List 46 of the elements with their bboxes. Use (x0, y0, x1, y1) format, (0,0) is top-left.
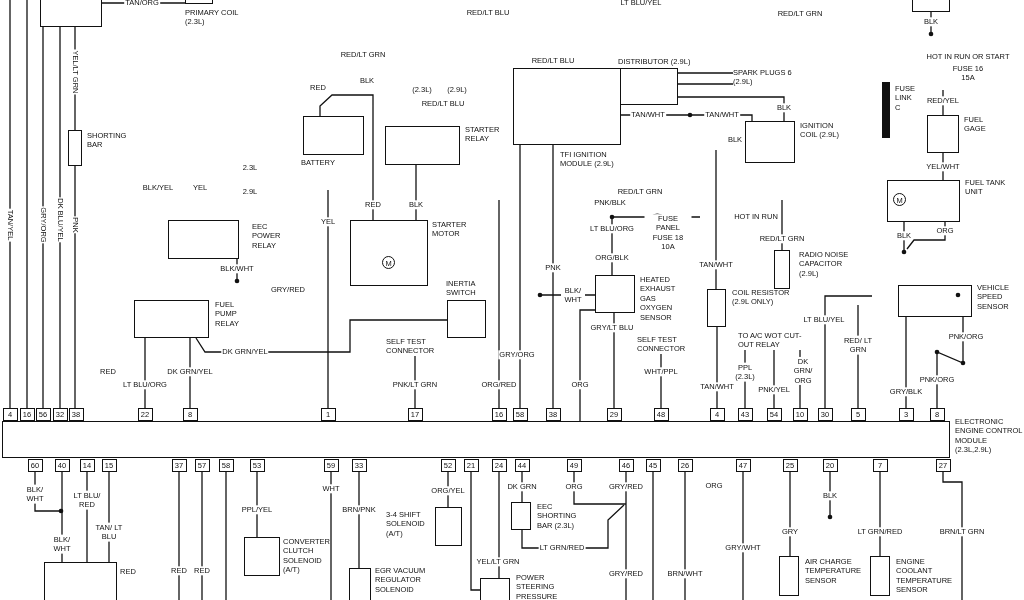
wire (327, 189, 329, 409)
wire (789, 471, 791, 557)
wire (715, 149, 717, 290)
wire (652, 471, 654, 600)
wire (677, 72, 734, 74)
wire (677, 96, 785, 122)
wire (879, 471, 881, 557)
wire (684, 471, 686, 600)
wire (319, 94, 374, 221)
wire (178, 471, 180, 600)
wire (906, 221, 946, 250)
wire (625, 471, 627, 600)
wire (415, 164, 417, 221)
wire (537, 292, 596, 298)
wire (552, 144, 554, 409)
wire (498, 199, 500, 409)
wire (189, 337, 191, 409)
wire (901, 221, 907, 255)
wire (936, 316, 964, 409)
wire (498, 471, 500, 579)
wire (42, 26, 44, 409)
wire (519, 144, 521, 409)
wire (773, 349, 775, 409)
wire (716, 326, 718, 409)
wire (470, 471, 481, 591)
wire (613, 312, 615, 409)
wire (9, 0, 11, 409)
wire (573, 471, 627, 505)
wire (256, 471, 258, 538)
wire (742, 471, 744, 600)
wire (74, 165, 76, 409)
wire (225, 471, 227, 600)
wire (144, 337, 146, 409)
wire (942, 471, 963, 600)
wire (34, 471, 64, 514)
wire (201, 471, 203, 600)
wire (330, 471, 332, 600)
wire (579, 309, 596, 422)
wire (59, 26, 61, 409)
wire (26, 0, 28, 409)
wire (824, 295, 873, 409)
wire (827, 471, 833, 520)
wire (905, 316, 907, 409)
wire (61, 471, 63, 563)
wire (358, 471, 360, 569)
wire (677, 83, 734, 85)
